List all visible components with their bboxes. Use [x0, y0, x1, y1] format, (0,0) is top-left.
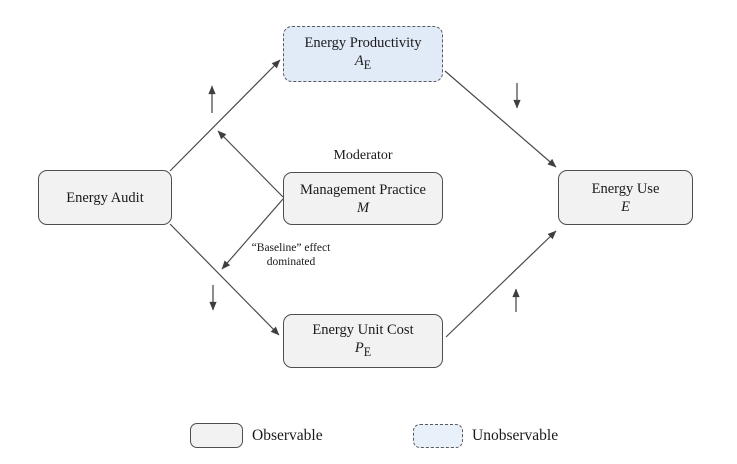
- arrow-productivity-to-use: [444, 70, 557, 168]
- node-energy-use-symbol: E: [621, 198, 630, 216]
- baseline-effect-note: “Baseline” effect dominated: [236, 241, 346, 269]
- node-energy-productivity-label: Energy Productivity: [304, 35, 422, 52]
- node-energy-audit: Energy Audit: [38, 170, 172, 225]
- baseline-effect-note-line2: dominated: [266, 256, 316, 268]
- symbol-P: P: [354, 340, 364, 357]
- symbol-M: M: [356, 199, 370, 216]
- arrow-moderator-to-upper-edge: [217, 130, 284, 198]
- node-management-practice: Management Practice M: [283, 172, 443, 225]
- unobservable-swatch-icon: [413, 424, 463, 448]
- node-energy-unit-cost: Energy Unit Cost PE: [283, 314, 443, 368]
- legend-item-unobservable: Unobservable: [413, 424, 558, 448]
- symbol-A-subscript: E: [363, 57, 372, 72]
- symbol-P-subscript: E: [363, 344, 372, 359]
- node-energy-use-label: Energy Use: [591, 180, 660, 197]
- node-energy-productivity-symbol: AE: [355, 52, 371, 74]
- legend-unobservable-label: Unobservable: [472, 427, 559, 444]
- node-energy-use: Energy Use E: [558, 170, 693, 225]
- node-energy-unit-cost-label: Energy Unit Cost: [312, 322, 414, 339]
- node-energy-audit-label: Energy Audit: [66, 189, 144, 206]
- node-energy-productivity: Energy Productivity AE: [283, 26, 443, 82]
- arrow-audit-to-productivity: [169, 59, 281, 172]
- symbol-A: A: [354, 53, 364, 70]
- arrow-audit-to-unitcost: [169, 223, 280, 336]
- moderator-label: Moderator: [333, 148, 393, 163]
- baseline-effect-note-line1: “Baseline” effect: [251, 242, 331, 254]
- observable-swatch-icon: [190, 423, 243, 448]
- arrow-moderator-to-lower-edge: [221, 198, 284, 270]
- symbol-E: E: [621, 198, 630, 215]
- node-energy-unit-cost-symbol: PE: [355, 339, 371, 361]
- legend-observable-label: Observable: [252, 426, 323, 444]
- node-management-practice-symbol: M: [357, 199, 369, 217]
- node-management-practice-label: Management Practice: [299, 181, 426, 198]
- arrow-unitcost-to-use: [445, 230, 557, 338]
- legend-item-observable: Observable: [190, 423, 323, 448]
- legend: Observable Unobservable: [0, 415, 737, 455]
